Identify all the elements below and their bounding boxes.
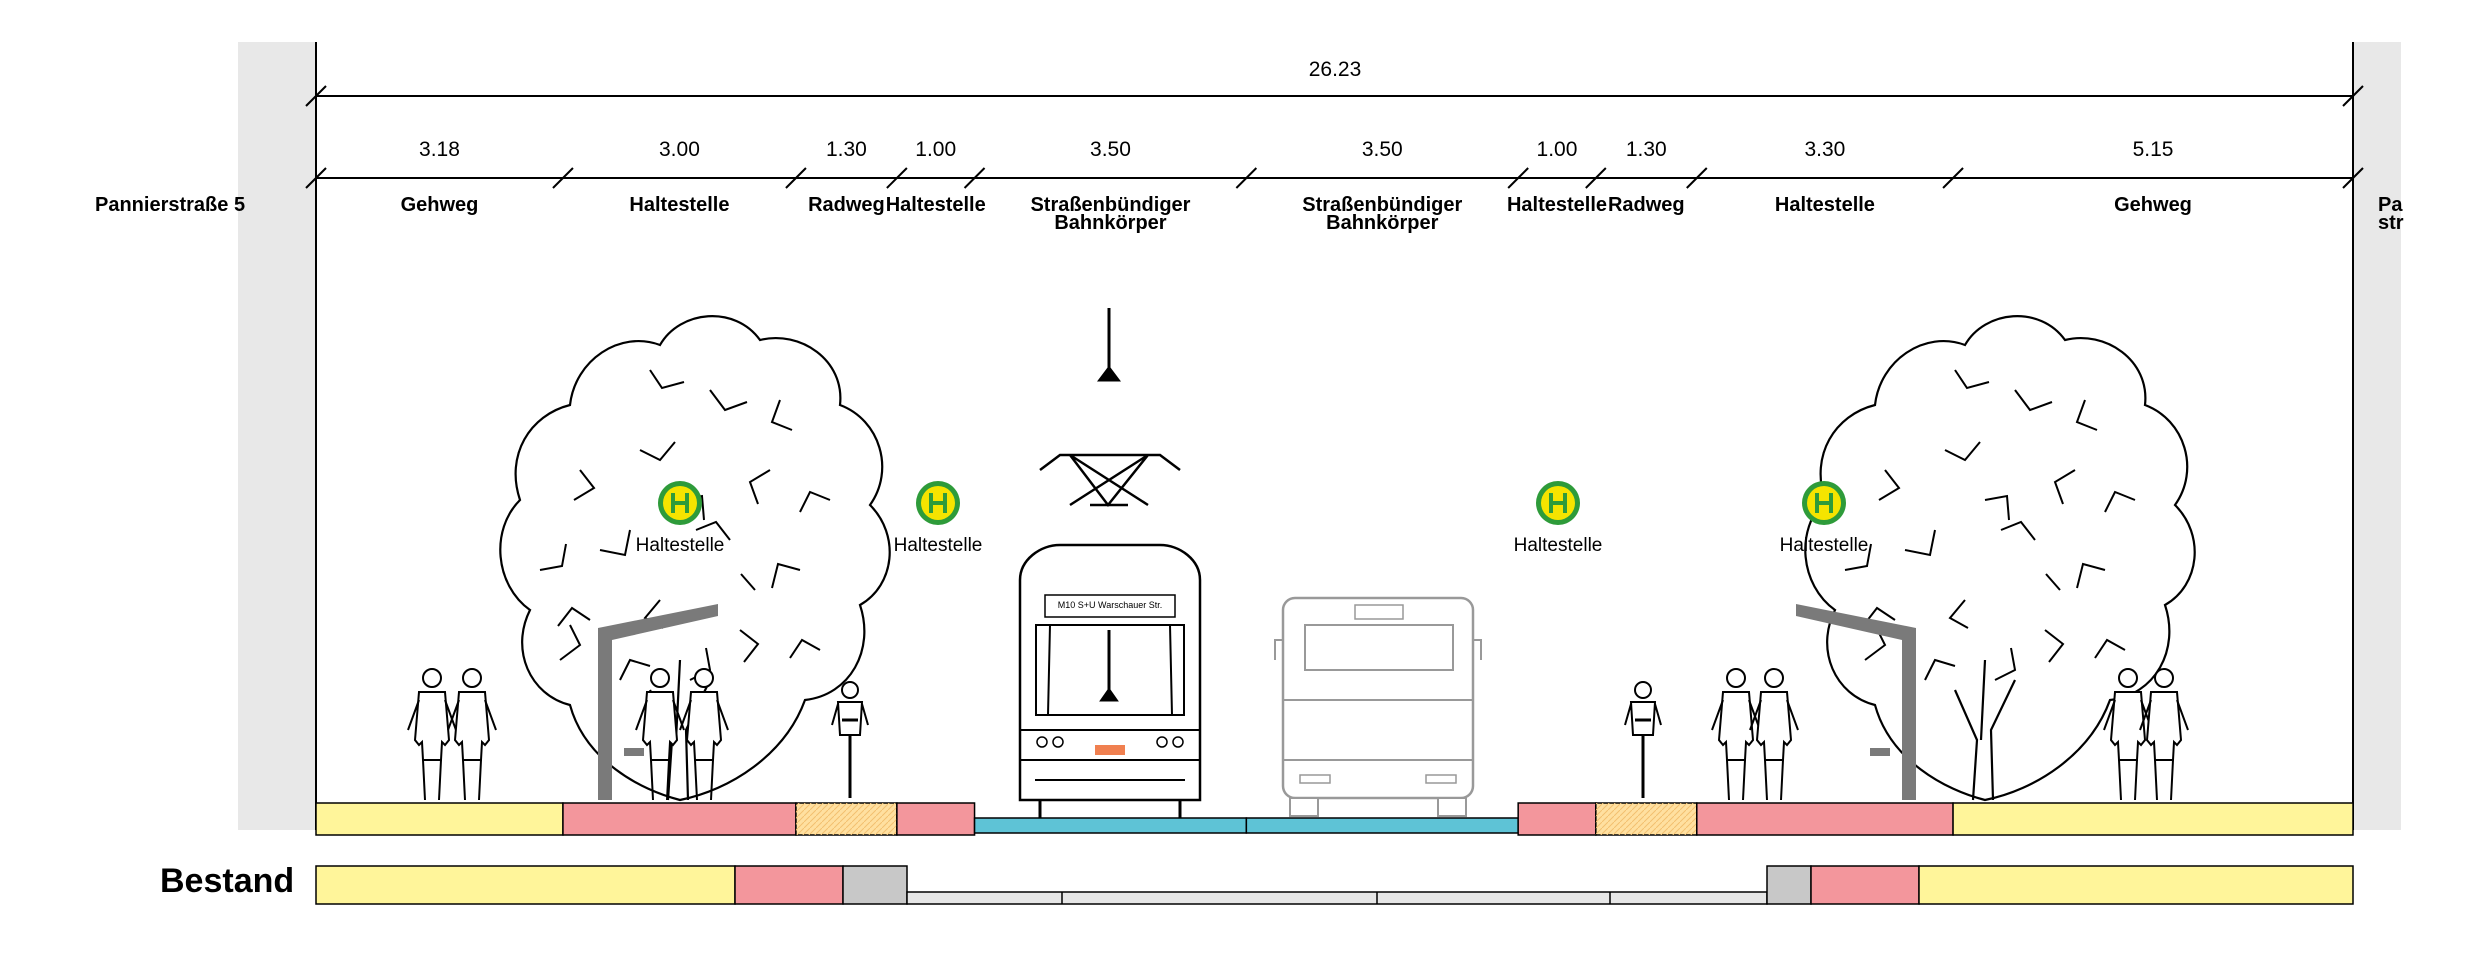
pedestrian <box>447 668 497 801</box>
stop-sign-label: Haltestelle <box>635 535 725 556</box>
segment-width: 1.30 <box>1625 138 1667 161</box>
tram-destination-display: M10 S+U Warschauer Str. <box>1057 600 1163 610</box>
dimension-tick <box>1585 167 1607 189</box>
tram <box>1018 308 1202 818</box>
building-left <box>238 42 316 830</box>
surface-band <box>973 817 1248 834</box>
segment-width: 1.00 <box>1536 138 1578 161</box>
bus <box>1274 596 1482 817</box>
segment-width: 3.50 <box>1361 138 1403 161</box>
stop-sign-icon <box>656 479 704 527</box>
segment-width: 3.18 <box>419 138 460 161</box>
existing-state-label: Bestand <box>160 862 295 900</box>
segment-name: Haltestelle <box>1774 194 1875 216</box>
segment-width: 1.30 <box>825 138 867 161</box>
dimension-tick <box>552 167 574 189</box>
segment-name: Radweg <box>1607 194 1685 216</box>
stop-sign-icon <box>914 479 962 527</box>
stop-sign-icon <box>1534 479 1582 527</box>
segment-name: Haltestelle <box>885 194 986 216</box>
segment-name: Radweg <box>808 194 885 216</box>
dimension-tick <box>2342 167 2364 189</box>
segment-width: 1.00 <box>915 138 957 161</box>
segment-width: 5.15 <box>2132 138 2174 161</box>
segment-name: Haltestelle <box>1506 194 1608 216</box>
surface-band <box>1952 802 2354 836</box>
pedestrian <box>407 668 457 801</box>
bike-lane-hatch <box>1595 803 1697 835</box>
stop-sign-label: Haltestelle <box>1513 535 1603 556</box>
planned-surface-bands <box>315 802 2354 836</box>
cyclist <box>1623 680 1663 800</box>
shelter-right <box>1796 604 1916 800</box>
dimension-tick <box>886 167 908 189</box>
surface-band <box>562 802 797 836</box>
existing-surface-bands <box>315 865 2354 905</box>
segment-width: 3.30 <box>1804 138 1846 161</box>
shelter-left <box>598 604 718 800</box>
dimension-tick <box>1942 167 1964 189</box>
pedestrian <box>1749 668 1799 801</box>
stop-sign-icon <box>1800 479 1848 527</box>
segment-name: Haltestelle <box>629 194 730 216</box>
segment-name: Gehweg <box>2114 194 2192 216</box>
dimension-tick <box>2342 85 2364 107</box>
bike-lane-hatch <box>795 803 897 835</box>
pedestrian <box>1711 668 1761 801</box>
surface-band <box>1245 817 1519 834</box>
dimension-tick <box>1235 167 1258 189</box>
address-left: Pannierstraße 5 <box>95 194 246 216</box>
dimension-tick <box>785 167 807 189</box>
segment-width: 3.00 <box>659 138 700 161</box>
dimension-ticks <box>305 85 2364 189</box>
dimension-tick <box>305 85 327 107</box>
pedestrian <box>2139 668 2189 801</box>
dimension-tick <box>1507 167 1529 189</box>
surface-band <box>315 802 564 836</box>
dimension-tick <box>305 167 327 189</box>
building-right <box>2353 42 2401 830</box>
segment-width: 3.50 <box>1090 138 1131 161</box>
dimension-tick <box>1686 167 1708 189</box>
address-right-line2: str <box>2378 212 2404 234</box>
total-width-label: 26.23 <box>1308 58 1362 81</box>
dimension-tick <box>963 167 986 189</box>
segment-name: Gehweg <box>400 194 479 216</box>
arrow-down-icon <box>1097 308 1121 382</box>
surface-band <box>896 802 976 836</box>
cyclist <box>830 680 870 800</box>
stop-sign-label: Haltestelle <box>1779 535 1869 556</box>
stop-sign-label: Haltestelle <box>893 535 983 556</box>
address-right-line1: Pa <box>2378 194 2403 216</box>
surface-band <box>1517 802 1597 836</box>
surface-band <box>1696 802 1954 836</box>
